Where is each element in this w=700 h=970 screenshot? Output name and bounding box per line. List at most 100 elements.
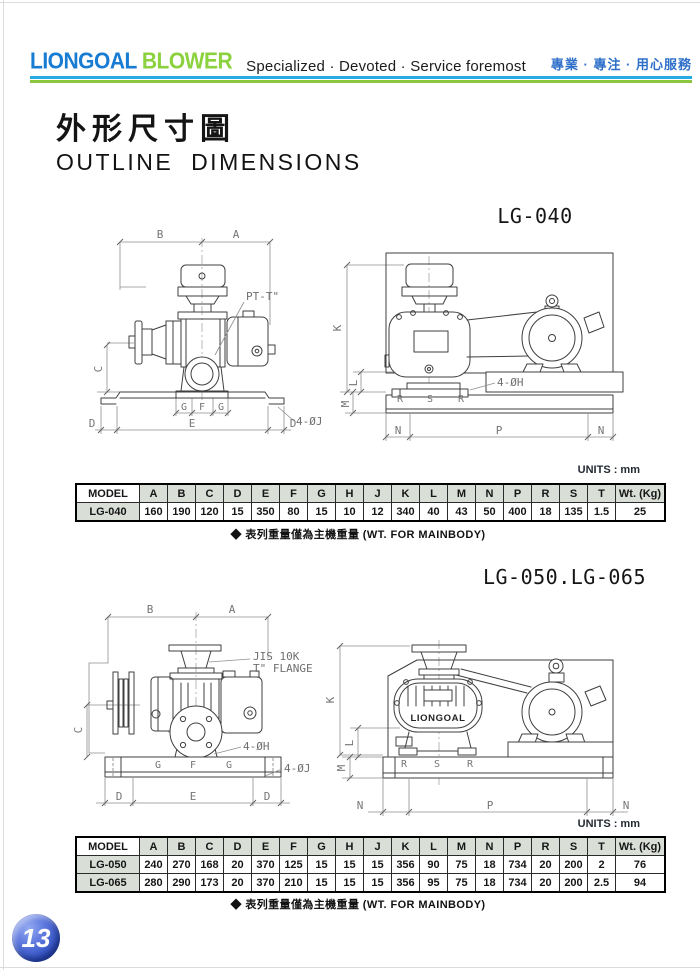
dim-label-g1: G [155,760,161,771]
dim-header-cell: E [251,836,280,856]
dim-header-cell: J [363,836,392,856]
value-cell: 135 [559,502,588,522]
dim-label-m: M [335,764,348,771]
value-cell: 200 [559,855,588,874]
page-edge-left [3,0,4,970]
machine-outline [104,644,282,778]
dim-header-cell: B [167,836,196,856]
value-cell: 280 [139,873,168,893]
dim-header-cell: C [195,836,224,856]
value-cell: 15 [307,873,336,893]
value-cell: 356 [391,873,420,893]
dim-label-n2: N [623,799,630,812]
value-cell: 370 [251,873,280,893]
dim-label-e: E [189,417,196,430]
header-rule-green [30,80,692,83]
dim-label-b: B [147,603,154,616]
dim-header-cell: R [531,483,560,503]
dimension-lines [95,238,291,434]
dim-label-c: C [72,727,85,734]
dim-header-cell: K [391,483,420,503]
dim-header-cell: C [195,483,224,503]
dim-label-s: S [427,394,433,405]
value-cell: 20 [531,873,560,893]
dim-label-p: P [487,799,494,812]
value-cell: 120 [195,502,224,522]
value-cell: 2.5 [587,873,616,893]
dim-label-k: K [331,324,344,331]
annotation-flange-line1: JIS 10K [253,650,300,663]
dim-header-cell: N [475,836,504,856]
dim-header-cell: R [531,836,560,856]
value-cell: 15 [363,855,392,874]
value-cell: 43 [447,502,476,522]
value-cell: 20 [531,855,560,874]
model-cell: LG-050 [75,855,140,874]
leader-lines [214,301,295,422]
dim-header-cell: H [335,836,364,856]
dim-header-cell: L [419,836,448,856]
dim-label-r1: R [397,394,404,405]
dim-label-d1: D [89,417,96,430]
dim-header-cell: B [167,483,196,503]
dim-header-cell: G [307,483,336,503]
section1-model-title: LG-040 [497,204,573,228]
value-cell: 18 [475,855,504,874]
dim-label-s: S [434,759,440,770]
dimension-lines [336,642,628,816]
value-cell: 200 [559,873,588,893]
model-cell: LG-065 [75,873,140,893]
dim-header-cell: A [139,483,168,503]
value-cell: 76 [615,855,666,874]
value-cell: 10 [335,502,364,522]
model-cell: LG-040 [75,502,140,522]
units-label-2: UNITS : mm [577,818,640,830]
dim-header-cell: Wt. (Kg) [615,836,666,856]
header-rule-blue [30,76,692,79]
annotation-holes-h: 4-ØH [243,740,270,753]
dim-label-r2: R [467,759,474,770]
value-cell: 94 [615,873,666,893]
page-title-en: OUTLINE DIMENSIONS [56,149,362,175]
table-note-2: ◆ 表列重量僅為主機重量 (WT. FOR MAINBODY) [230,899,486,911]
lg040-side-drawing: B A C G F G D E D PT-T" 4-ØJ [89,228,323,434]
page-title-zh: 外形尺寸圖 [56,113,236,146]
dim-label-m: M [339,400,352,407]
dim-header-cell: Wt. (Kg) [615,483,666,503]
value-cell: 290 [167,873,196,893]
dim-header-cell: T [587,836,616,856]
value-cell: 734 [503,873,532,893]
dim-label-e: E [190,790,197,803]
table-note-1: ◆ 表列重量僅為主機重量 (WT. FOR MAINBODY) [230,529,486,541]
page-title: 外形尺寸圖 OUTLINE DIMENSIONS [56,112,362,176]
dim-label-k: K [324,696,337,703]
brand-label: LIONGOAL [411,713,466,724]
value-cell: 20 [223,855,252,874]
dim-label-g2: G [226,760,232,771]
value-cell: 2 [587,855,616,874]
value-cell: 15 [363,873,392,893]
annotation-holes-j: 4-ØJ [296,415,323,428]
value-cell: 15 [223,502,252,522]
machine-outline [382,644,614,779]
dim-label-a: A [229,603,236,616]
leader-lines [208,658,283,777]
dim-header-cell: E [251,483,280,503]
dim-label-l: L [347,379,360,386]
value-cell: 75 [447,873,476,893]
value-cell: 125 [279,855,308,874]
value-cell: 340 [391,502,420,522]
dim-label-d1: D [116,790,123,803]
dim-header-cell: D [223,836,252,856]
value-cell: 90 [419,855,448,874]
value-cell: 75 [447,855,476,874]
value-cell: 95 [419,873,448,893]
value-cell: 18 [475,873,504,893]
leader-lines [469,382,496,391]
dim-header-cell: F [279,483,308,503]
